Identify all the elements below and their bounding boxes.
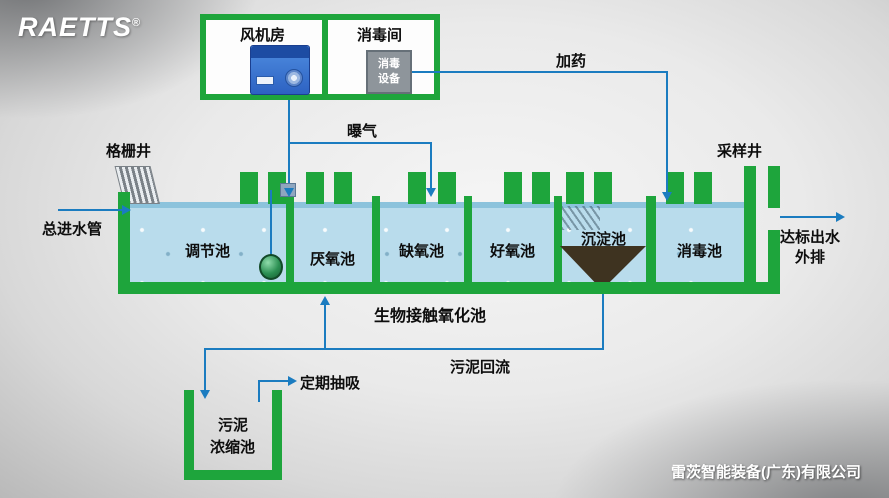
sludge-return-pipe-horizontal bbox=[204, 348, 604, 350]
inlet-pipe bbox=[58, 209, 122, 211]
divider-regulating-anaerobic bbox=[286, 196, 294, 282]
fan-room-label: 风机房 bbox=[240, 27, 286, 44]
sludge-tank-floor bbox=[184, 470, 282, 480]
basin-right-wall bbox=[744, 166, 756, 288]
sludge-return-arrow bbox=[320, 296, 330, 305]
basin-pier bbox=[438, 172, 456, 204]
outlet-pipe bbox=[780, 216, 836, 218]
blower-fan-icon bbox=[285, 69, 303, 87]
excess-sludge-pipe-down bbox=[204, 348, 206, 392]
sampling-well-outer-wall-top bbox=[768, 166, 780, 208]
dosing-label: 加药 bbox=[556, 53, 587, 70]
blower-name-plate bbox=[256, 76, 274, 85]
brand-logo: RAETTS® bbox=[18, 12, 141, 43]
basin-pier bbox=[240, 172, 258, 204]
divider-anoxic-aerobic bbox=[464, 196, 472, 282]
sludge-tank-right-wall bbox=[272, 390, 282, 480]
basin-pier bbox=[566, 172, 584, 204]
sludge-return-pipe-up bbox=[324, 304, 326, 350]
sludge-tank-label-line2: 浓缩池 bbox=[210, 439, 256, 456]
basin-pier bbox=[408, 172, 426, 204]
disinfection-device-label-1: 消毒 bbox=[378, 58, 400, 71]
aeration-pipe-horizontal bbox=[288, 142, 432, 144]
tank-label-disinfection: 消毒池 bbox=[677, 243, 723, 260]
divider-aerobic-sedimentation bbox=[554, 196, 562, 282]
basin-floor bbox=[118, 282, 780, 294]
sludge-tank-label-line1: 污泥 bbox=[218, 417, 249, 434]
equipment-room-divider bbox=[322, 18, 328, 96]
basin-water bbox=[130, 202, 744, 282]
aeration-label: 曝气 bbox=[347, 123, 378, 140]
inlet-label: 总进水管 bbox=[42, 221, 103, 238]
outlet-label-line2: 外排 bbox=[795, 249, 826, 266]
dosing-pipe-down bbox=[666, 71, 668, 193]
sampling-well-label: 采样井 bbox=[717, 143, 763, 160]
basin-pier bbox=[334, 172, 352, 204]
tank-label-aerobic: 好氧池 bbox=[490, 243, 536, 260]
grid-well-label: 格栅井 bbox=[106, 143, 152, 160]
suction-pipe-vertical bbox=[258, 380, 260, 402]
aeration-pipe-down-1 bbox=[288, 100, 290, 188]
inlet-arrow bbox=[122, 205, 131, 215]
brand-logo-text: RAETTS bbox=[18, 12, 132, 42]
periodic-suction-label: 定期抽吸 bbox=[300, 375, 361, 392]
excess-sludge-arrow bbox=[200, 390, 210, 399]
company-name: 雷茨智能装备(广东)有限公司 bbox=[671, 464, 861, 481]
basin-pier bbox=[532, 172, 550, 204]
lift-pump-riser-pipe bbox=[270, 190, 272, 258]
tank-label-anaerobic: 厌氧池 bbox=[310, 251, 356, 268]
dosing-arrow bbox=[662, 192, 672, 201]
divider-sedimentation-disinfection bbox=[646, 196, 656, 282]
bio-contact-oxidation-label: 生物接触氧化池 bbox=[374, 308, 487, 325]
basin-left-wall bbox=[118, 192, 130, 288]
outlet-label-line1: 达标出水 bbox=[780, 229, 841, 246]
tank-label-regulating: 调节池 bbox=[185, 243, 231, 260]
submersible-pump bbox=[259, 254, 283, 280]
blower-top-panel bbox=[251, 46, 309, 58]
tank-label-sedimentation: 沉淀池 bbox=[581, 231, 627, 248]
hopper-drain-pipe bbox=[602, 294, 604, 350]
registered-trademark: ® bbox=[132, 17, 142, 29]
outlet-arrow bbox=[836, 212, 845, 222]
lamella-settler bbox=[562, 206, 600, 230]
divider-anaerobic-anoxic bbox=[372, 196, 380, 282]
suction-arrow bbox=[288, 376, 297, 386]
basin-pier bbox=[694, 172, 712, 204]
tank-label-anoxic: 缺氧池 bbox=[399, 243, 445, 260]
blower-unit bbox=[250, 45, 310, 95]
dosing-pipe-horizontal bbox=[412, 71, 668, 73]
disinfection-device-label-2: 设备 bbox=[378, 73, 400, 85]
sludge-tank-left-wall bbox=[184, 390, 194, 480]
basin-pier bbox=[504, 172, 522, 204]
suction-pipe-horizontal bbox=[258, 380, 288, 382]
basin-pier bbox=[594, 172, 612, 204]
sludge-return-label: 污泥回流 bbox=[450, 359, 511, 376]
aeration-arrow-1 bbox=[284, 188, 294, 197]
basin-pier bbox=[306, 172, 324, 204]
aeration-arrow-2 bbox=[426, 188, 436, 197]
sampling-well-outer-wall-bottom bbox=[768, 230, 780, 284]
disinfection-device: 消毒 设备 bbox=[366, 50, 412, 94]
aeration-pipe-down-2 bbox=[430, 142, 432, 188]
disinfection-room-label: 消毒间 bbox=[357, 27, 403, 44]
